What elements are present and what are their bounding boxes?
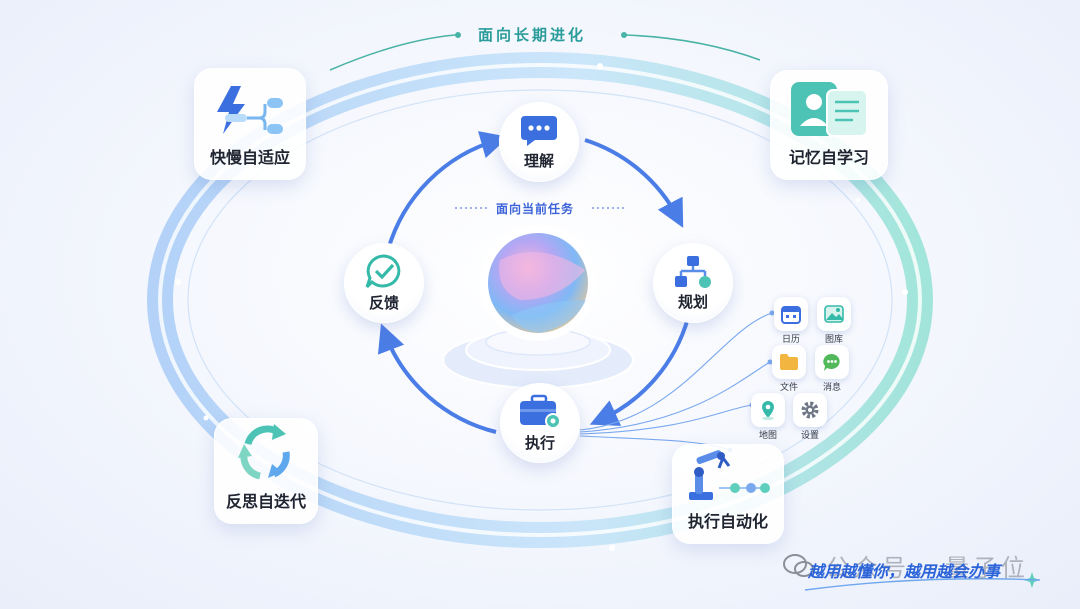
connector-dot: [769, 310, 775, 316]
outer-ring-highlight: [158, 63, 922, 537]
card-label: 快慢自适应: [209, 148, 290, 167]
arrow-execute-to-feedback: [377, 323, 497, 434]
slogan-swoosh: [804, 578, 1041, 591]
folder-icon: [780, 354, 798, 370]
node-label: 反馈: [368, 293, 399, 312]
node-label: 执行: [524, 433, 555, 452]
app-settings[interactable]: [793, 393, 827, 427]
robot-arm-icon: [689, 450, 770, 500]
title-dot-right: [621, 32, 627, 38]
title-flourish-right: [625, 34, 761, 61]
card-label: 执行自动化: [687, 512, 768, 531]
slogan: 越用越懂你，越用越会办事: [808, 562, 1001, 581]
settings-icon: [801, 401, 819, 419]
memory-profile-icon: [791, 82, 868, 137]
map-pin-icon: [762, 401, 774, 421]
node-execute[interactable]: 执行: [500, 383, 580, 463]
outer-ring-inner-line: [187, 89, 893, 511]
calendar-icon: [781, 306, 801, 324]
gallery-icon: [824, 305, 844, 323]
flowchart-icon: [675, 255, 711, 288]
watermark: 公众号 · 量子位: [826, 554, 1029, 582]
node-label: 理解: [523, 151, 554, 170]
app-messages[interactable]: [815, 345, 849, 379]
app-label: 日历: [781, 335, 800, 345]
arrow-plan-to-execute: [589, 317, 690, 426]
node-plan[interactable]: 规划: [653, 243, 733, 323]
card-label: 反思自迭代: [225, 492, 306, 511]
app-files[interactable]: [772, 345, 806, 379]
toolbox-gear-icon: [520, 394, 561, 429]
cycle-arrows-icon: [238, 424, 290, 480]
node-label: 规划: [677, 292, 708, 311]
message-icon: [823, 353, 840, 371]
lightning-switch-icon: [217, 86, 283, 134]
orb-swirl-2: [512, 300, 586, 333]
app-map[interactable]: [751, 393, 785, 427]
connector-dot: [767, 359, 773, 365]
app-calendar[interactable]: [774, 297, 808, 331]
app-label: 消息: [822, 383, 841, 393]
node-understand[interactable]: 理解: [499, 102, 579, 182]
card-fast-slow-adaptive[interactable]: 快慢自适应: [194, 68, 306, 180]
orb-swirl: [499, 252, 585, 300]
inner-title: 面向当前任务: [496, 202, 575, 216]
card-execution-automation[interactable]: 执行自动化: [672, 444, 784, 544]
app-label: 地图: [758, 431, 777, 441]
app-label: 文件: [779, 383, 798, 393]
outer-title: 面向长期进化: [478, 26, 587, 44]
arrow-understand-to-plan: [584, 138, 684, 228]
card-label: 记忆自学习: [788, 148, 869, 167]
title-dot-left: [455, 32, 461, 38]
arrow-feedback-to-understand: [386, 131, 509, 251]
sparkles: [175, 63, 908, 551]
wechat-icon: [783, 554, 814, 577]
app-label: 设置: [800, 431, 819, 441]
app-gallery[interactable]: [817, 297, 851, 331]
app-label: 图库: [824, 335, 843, 345]
chat-bubble-icon: [521, 115, 557, 146]
node-feedback[interactable]: 反馈: [344, 243, 424, 323]
app-connectors: [579, 312, 773, 451]
check-bubble-icon: [365, 253, 401, 288]
card-reflection-self-iteration[interactable]: 反思自迭代: [214, 418, 318, 524]
title-flourish-left: [329, 34, 456, 71]
card-memory-self-learning[interactable]: 记忆自学习: [770, 70, 888, 180]
